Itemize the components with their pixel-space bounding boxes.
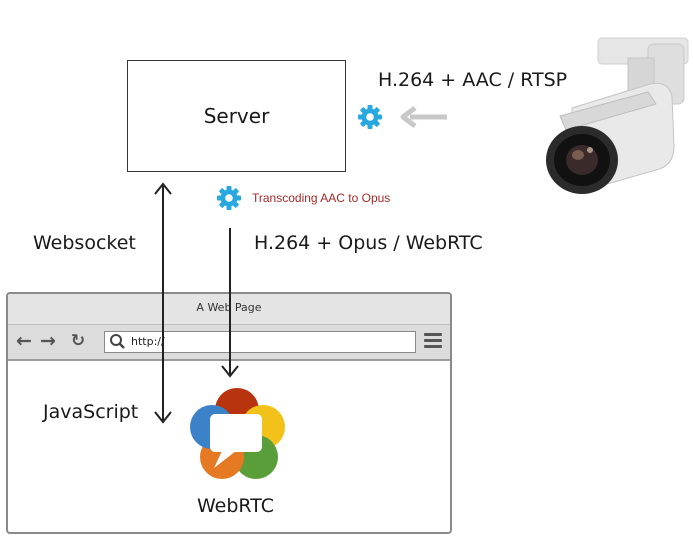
server-box: Server	[127, 60, 346, 172]
websocket-label: Websocket	[33, 232, 136, 254]
transcoding-label: Transcoding AAC to Opus	[252, 191, 391, 205]
camera-icon	[546, 37, 689, 194]
refresh-icon[interactable]: ↻	[70, 331, 86, 351]
websocket-arrow-head-down	[154, 411, 172, 424]
gear-icon	[358, 105, 382, 129]
menu-icon[interactable]	[424, 333, 442, 349]
webrtc-logo	[190, 388, 285, 479]
webrtc-stream-arrow-head	[221, 365, 239, 378]
server-label: Server	[203, 104, 270, 128]
url-input[interactable]: http://	[104, 331, 416, 353]
rtsp-arrow	[400, 106, 447, 128]
rtsp-label: H.264 + AAC / RTSP	[378, 69, 568, 91]
forward-arrow-icon[interactable]: →	[40, 330, 56, 352]
back-arrow-icon[interactable]: ←	[16, 330, 32, 352]
websocket-arrow-head-up	[154, 182, 172, 195]
webrtc-label: WebRTC	[197, 495, 275, 517]
webrtc-stream-label: H.264 + Opus / WebRTC	[254, 232, 483, 254]
gear-icon	[217, 186, 241, 210]
search-icon	[110, 334, 125, 349]
javascript-label: JavaScript	[43, 401, 139, 423]
url-text: http://	[131, 335, 165, 348]
